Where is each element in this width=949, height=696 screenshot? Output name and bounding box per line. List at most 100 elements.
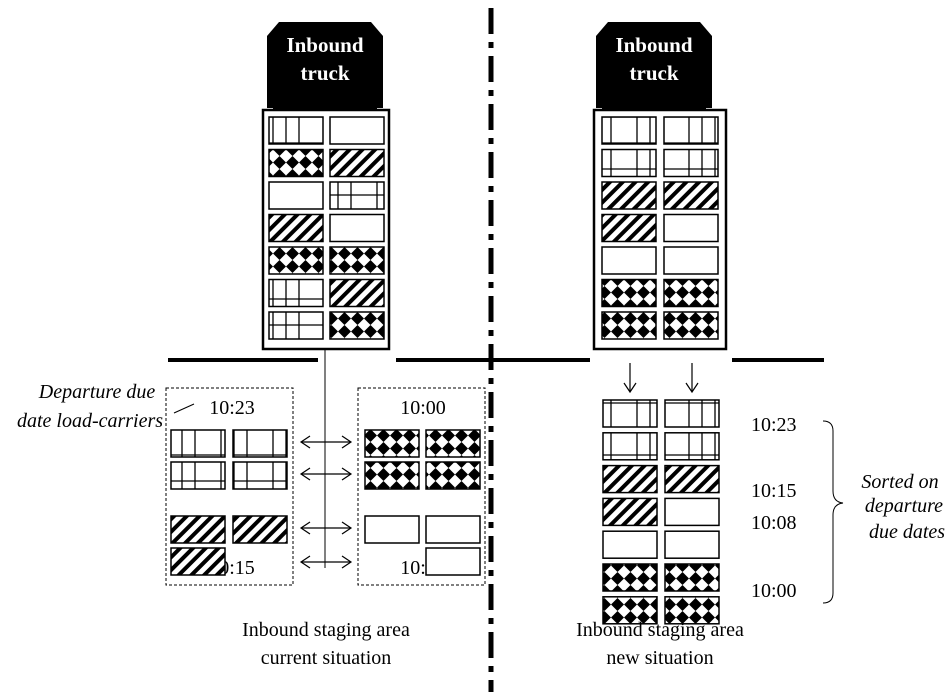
- load-carrier-grid: [664, 432, 720, 461]
- sorted-line3: due dates: [869, 521, 945, 543]
- load-carrier-diamond: [268, 148, 324, 178]
- divider-dot: [488, 330, 494, 336]
- load-carrier-empty: [329, 116, 385, 145]
- staging-box-right: [357, 387, 486, 586]
- load-carrier-grid: [601, 148, 657, 178]
- load-carrier-stripe: [601, 181, 657, 210]
- load-carrier-stripe: [664, 464, 720, 494]
- divider-dot: [488, 138, 494, 144]
- load-carrier-empty: [602, 530, 658, 559]
- down-arrow-head: [623, 382, 637, 394]
- load-carrier-empty: [329, 213, 385, 243]
- load-carrier-empty: [268, 181, 324, 210]
- load-carrier-stripe: [232, 515, 288, 544]
- load-carrier-grid: [329, 181, 385, 210]
- load-carrier-stripe: [601, 213, 657, 243]
- load-carrier-grid: [601, 116, 657, 145]
- load-carrier-grid: [268, 116, 324, 145]
- load-carrier-stripe: [602, 497, 658, 527]
- load-carrier-grid: [170, 429, 226, 458]
- arrow-head-left: [299, 435, 311, 449]
- inbound-truck-right: Inbound truck: [592, 22, 728, 351]
- load-carrier-empty: [425, 515, 481, 544]
- divider-dot: [488, 186, 494, 192]
- arrow-head-right: [341, 435, 353, 449]
- load-carrier-grid: [268, 278, 324, 308]
- load-carrier-stripe: [602, 464, 658, 494]
- load-carrier-stripe: [170, 547, 226, 576]
- staging-current-right-loads: [364, 429, 481, 576]
- load-carrier-empty: [663, 213, 719, 243]
- annotation-line2: date load-carriers: [17, 410, 163, 432]
- double-arrows: [299, 435, 353, 569]
- load-carrier-diamond: [664, 563, 720, 592]
- load-carrier-stripe: [170, 515, 226, 544]
- staging-new-loads: [602, 399, 720, 625]
- staging-current: 10:23 10:15 10:00 10:08 Inbound staging …: [165, 349, 486, 669]
- divider-dot: [488, 570, 494, 576]
- caption-current-line1: Inbound staging area: [242, 619, 410, 641]
- divider-dot: [488, 282, 494, 288]
- truck-label-line2: truck: [301, 61, 350, 85]
- load-carrier-stripe: [329, 148, 385, 178]
- staging-new: 10:23 10:15 10:08 10:00 Sorted on depart…: [576, 363, 945, 669]
- load-carrier-diamond: [329, 246, 385, 275]
- time-left-top: 10:23: [209, 397, 255, 419]
- load-carrier-diamond: [663, 278, 719, 308]
- annotation-leader: [173, 403, 195, 414]
- divider-dot: [488, 426, 494, 432]
- load-carrier-empty: [664, 497, 720, 527]
- load-carrier-diamond: [425, 429, 481, 458]
- situation-divider: [488, 8, 494, 692]
- load-carrier-diamond: [364, 429, 420, 458]
- divider-dot: [488, 90, 494, 96]
- load-carrier-grid: [268, 311, 324, 340]
- annotation-line1: Departure due: [38, 381, 156, 403]
- load-carrier-diamond: [601, 278, 657, 308]
- load-carrier-grid: [232, 461, 288, 490]
- caption-new-line1: Inbound staging area: [576, 619, 744, 641]
- truck-right-loads: [601, 116, 719, 340]
- load-carrier-diamond: [425, 461, 481, 490]
- divider-dot: [488, 522, 494, 528]
- load-carrier-grid: [602, 432, 658, 461]
- sorted-brace: [822, 420, 844, 604]
- arrow-head-right: [341, 467, 353, 481]
- arrow-head-left: [299, 521, 311, 535]
- arrow-head-left: [299, 555, 311, 569]
- load-carrier-grid: [664, 399, 720, 428]
- load-carrier-diamond: [364, 461, 420, 490]
- time-new-1: 10:23: [751, 414, 797, 436]
- time-right-top: 10:00: [400, 397, 446, 419]
- load-carrier-diamond: [329, 311, 385, 340]
- load-carrier-stripe: [663, 181, 719, 210]
- down-arrows: [623, 363, 699, 394]
- staging-current-left-loads: [170, 429, 288, 576]
- divider-dot: [488, 666, 494, 672]
- load-carrier-empty: [601, 246, 657, 275]
- load-carrier-empty: [664, 530, 720, 559]
- truck-cab-left: [267, 22, 383, 108]
- caption-current-line2: current situation: [261, 647, 392, 669]
- departure-annotation: Departure due date load-carriers: [17, 381, 195, 432]
- divider-dot: [488, 474, 494, 480]
- load-carrier-empty: [364, 515, 420, 544]
- arrow-head-left: [299, 467, 311, 481]
- truck-cab-right: [596, 22, 712, 108]
- divider-dot: [488, 234, 494, 240]
- down-arrow-head: [685, 382, 699, 394]
- load-carrier-grid: [663, 116, 719, 145]
- load-carrier-stripe: [329, 278, 385, 308]
- load-carrier-diamond: [664, 596, 720, 625]
- staging-box-left: [165, 387, 294, 586]
- load-carrier-diamond: [268, 246, 324, 275]
- divider-dot: [488, 618, 494, 624]
- time-new-4: 10:00: [751, 580, 797, 602]
- load-carrier-stripe: [268, 213, 324, 243]
- divider-dot: [488, 42, 494, 48]
- load-carrier-grid: [663, 148, 719, 178]
- load-carrier-diamond: [601, 311, 657, 340]
- inbound-truck-left: Inbound truck: [261, 22, 391, 351]
- load-carrier-grid: [232, 429, 288, 458]
